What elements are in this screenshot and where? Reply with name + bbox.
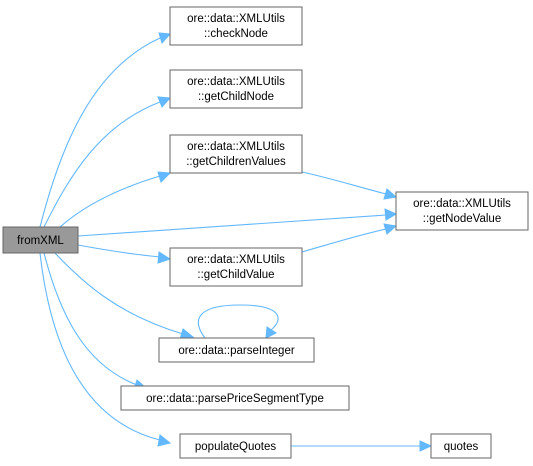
node-label: ore::data::XMLUtils [187,141,285,153]
arrowhead-icon [158,32,172,45]
node-label: ore::data::parsePriceSegmentType [146,393,324,405]
node-fromxml[interactable]: fromXML [2,226,79,254]
node-label: ::getNodeValue [423,213,501,225]
edges [39,32,433,452]
node-label: ore::data::parseInteger [178,345,295,357]
node-populatequotes[interactable]: populateQuotes [179,433,292,459]
node-parsepricesegmenttype[interactable]: ore::data::parsePriceSegmentType [120,385,350,411]
node-label: ore::data::XMLUtils [187,254,285,266]
node-label: ore::data::XMLUtils [413,198,511,210]
node-getchildnode[interactable]: ore::data::XMLUtils ::getChildNode [169,69,303,109]
edge-fromxml-getchildrenvalues [59,175,161,228]
node-label: ::getChildValue [197,269,274,281]
node-label: ::getChildNode [198,91,274,103]
edge-fromxml-populatequotes [39,252,161,441]
node-label: ore::data::XMLUtils [187,13,285,25]
node-getnodevalue[interactable]: ore::data::XMLUtils ::getNodeValue [395,191,529,231]
arrowhead-icon [384,208,398,221]
arrowhead-icon [157,251,172,264]
arrowhead-icon [265,326,277,339]
arrowhead-icon [157,96,172,108]
edge-fromxml-getnodevalue [77,214,387,237]
edge-fromxml-checknode [39,37,161,228]
arrowhead-icon [419,440,433,452]
node-label: ::getChildrenValues [186,156,286,168]
edge-getchildrenvalues-getnodevalue [301,171,387,195]
edge-fromxml-getchildnode [43,101,161,228]
node-label: ore::data::XMLUtils [187,76,285,88]
arrowhead-icon [157,171,172,183]
node-checknode[interactable]: ore::data::XMLUtils ::checkNode [169,6,303,46]
node-quotes[interactable]: quotes [430,433,492,459]
edge-getchildvalue-getnodevalue [301,228,387,253]
edge-fromxml-getchildvalue [77,244,161,258]
node-label: quotes [444,441,479,453]
edge-fromxml-parseinteger [54,252,184,335]
node-parseinteger[interactable]: ore::data::parseInteger [158,337,315,363]
edge-parseinteger-self [197,304,279,339]
node-label: populateQuotes [195,441,276,453]
node-label: ::checkNode [204,28,268,40]
arrowhead-icon [383,223,398,235]
node-getchildrenvalues[interactable]: ore::data::XMLUtils ::getChildrenValues [169,134,303,174]
arrowhead-icon [383,188,398,200]
node-label: fromXML [17,235,64,247]
node-getchildvalue[interactable]: ore::data::XMLUtils ::getChildValue [169,247,303,287]
edge-fromxml-parsepricesegmenttype [43,252,138,386]
arrowhead-icon [157,434,172,447]
